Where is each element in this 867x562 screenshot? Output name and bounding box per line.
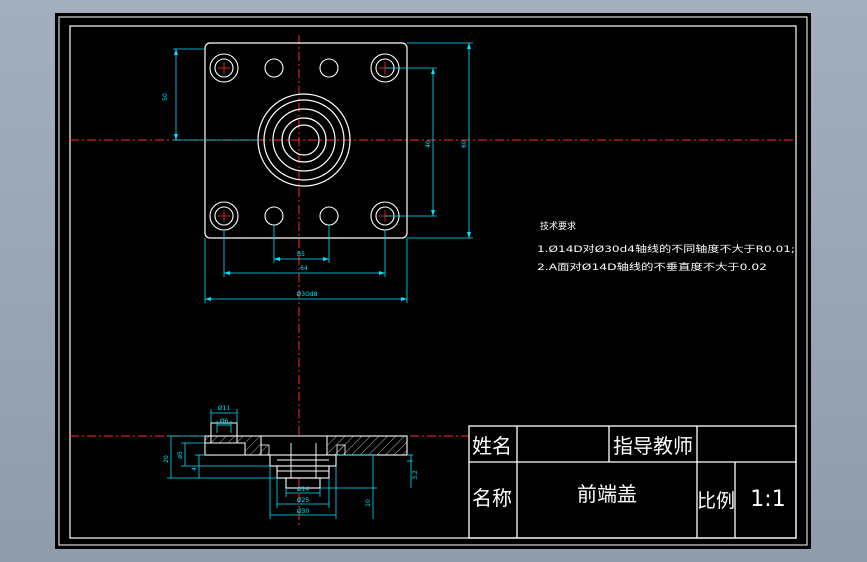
- scale-value: 1:1: [750, 487, 785, 512]
- counterbore-top: [210, 422, 238, 444]
- label-part: 名称: [472, 486, 512, 510]
- top-view-arrows: [174, 43, 471, 301]
- part-name: 前端盖: [577, 482, 637, 506]
- dim-64: 64: [300, 265, 308, 272]
- dim-d30: Ø30: [297, 508, 310, 515]
- dim-d6: Ø6: [220, 418, 229, 425]
- hub-upper: [269, 454, 337, 467]
- hole-centermarks: [218, 62, 391, 222]
- dim-b5: B5: [297, 251, 305, 258]
- hub-lower: [285, 477, 321, 489]
- label-teacher: 指导教师: [613, 434, 693, 458]
- notes-line-1: 1.Ø14D对Ø30d4轴线的不同轴度不大于R0.01;: [537, 243, 795, 255]
- technical-notes: 技术要求 1.Ø14D对Ø30d4轴线的不同轴度不大于R0.01; 2.A面对Ø…: [537, 220, 795, 273]
- label-name: 姓名: [472, 434, 512, 458]
- title-block: 姓名 指导教师 名称 前端盖 比例 1:1: [468, 425, 797, 539]
- flange-bore: [260, 435, 328, 456]
- section-view: Ø11 Ø6 20 ø5 4 Ø14 Ø25 Ø30 10 3.2: [163, 405, 419, 519]
- dim-10: 10: [365, 499, 372, 507]
- dim-50: 50: [162, 93, 169, 101]
- dim-3-2: 3.2: [412, 470, 419, 480]
- counterbore-left: [204, 442, 246, 456]
- plate-outline: [204, 42, 408, 239]
- dim-40: 40: [425, 140, 432, 148]
- central-boss: [257, 93, 351, 187]
- dim-d11: Ø11: [218, 405, 231, 412]
- dim-overall: Ø3Od8: [297, 291, 318, 298]
- dim-d25: Ø25: [297, 497, 310, 504]
- drawing-canvas: 50 40 60 B5 64 Ø3Od8: [58, 16, 808, 546]
- label-scale: 比例: [697, 490, 735, 512]
- cad-viewport[interactable]: 50 40 60 B5 64 Ø3Od8: [55, 13, 811, 549]
- section-dimensions: [167, 409, 413, 519]
- dim-d14: Ø14: [297, 486, 310, 493]
- corner-holes: [209, 53, 400, 231]
- dim-5: ø5: [177, 451, 184, 459]
- dim-60: 60: [461, 140, 468, 148]
- dim-4: 4: [191, 467, 198, 471]
- notes-title: 技术要求: [540, 220, 576, 232]
- inner-frame: [69, 25, 797, 539]
- top-view-dimensions: [173, 42, 473, 303]
- hub-detail-lines: [277, 443, 329, 478]
- outer-frame: [58, 16, 808, 546]
- hub-middle: [276, 465, 330, 479]
- notes-line-2: 2.A面对Ø14D轴线的不垂直度不大于0.02: [537, 261, 767, 273]
- small-holes: [264, 58, 339, 226]
- dim-20: 20: [163, 455, 170, 463]
- top-view: 50 40 60 B5 64 Ø3Od8: [162, 42, 473, 303]
